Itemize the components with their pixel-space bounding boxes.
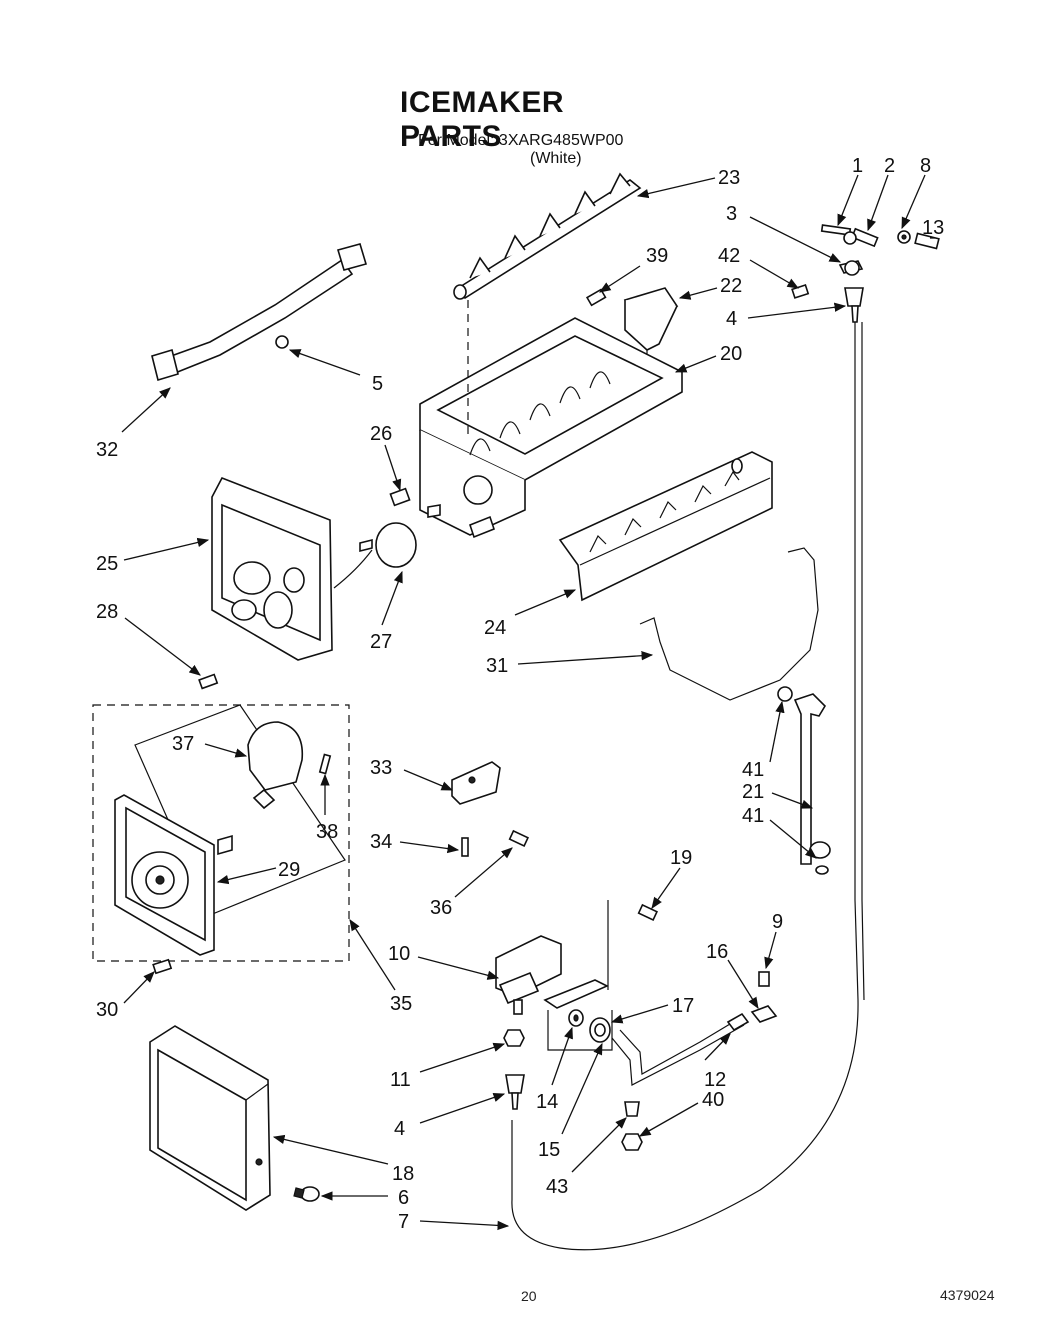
part-10-water-valve [495,935,613,1051]
callout-34: 34 [370,831,392,853]
callout-28: 28 [96,601,118,623]
part-22-fill-cup [623,287,679,358]
part-4-lower-fitting [505,1074,525,1110]
callout-25: 25 [96,553,118,575]
callout-41-lower: 41 [742,805,764,827]
part-24-shutoff [558,451,773,602]
part-36-screw [508,829,530,847]
callout-17: 17 [672,995,694,1017]
callout-36: 36 [430,897,452,919]
callout-26: 26 [370,423,392,445]
page-number: 20 [521,1288,537,1304]
callout-33: 33 [370,757,392,779]
callout-7: 7 [398,1211,409,1233]
part-29-module-plate [114,794,233,956]
part-21-inlet-tube [777,686,831,875]
part-18-cover [149,1025,271,1211]
callout-24: 24 [484,617,506,639]
part-fill-hardware [820,224,940,276]
part-17-nut [589,1017,611,1043]
callout-18: 18 [392,1163,414,1185]
callout-19: 19 [670,847,692,869]
motor-assembly-box [92,704,350,962]
callout-23: 23 [718,167,740,189]
callout-4-lower: 4 [394,1118,405,1140]
callout-6: 6 [398,1187,409,1209]
part-9-screw [758,971,770,987]
callout-3: 3 [726,203,737,225]
part-39-screw [585,288,607,307]
callout-32: 32 [96,439,118,461]
callout-2: 2 [884,155,895,177]
document-number: 4379024 [940,1287,995,1303]
part-26-clip [389,487,411,507]
callout-15: 15 [538,1139,560,1161]
part-28-screw [198,673,219,690]
callout-29: 29 [278,859,300,881]
part-11-nut [503,1029,525,1047]
part-20-mold [419,300,683,539]
callout-4-upper: 4 [726,308,737,330]
water-tube [511,322,859,1251]
callout-27: 27 [370,631,392,653]
callout-39: 39 [646,245,668,267]
model-color: (White) [530,150,582,167]
part-23-stripper [453,172,642,300]
callout-labels: 1 2 8 23 3 13 39 42 22 4 20 5 32 26 25 2… [96,155,944,1233]
part-38-screw [318,753,332,775]
part-19-screw [607,900,659,990]
callout-1: 1 [852,155,863,177]
callout-10: 10 [388,943,410,965]
part-25-module [211,476,333,661]
part-43-clip [624,1101,640,1117]
part-16-clamp [750,1005,778,1023]
callout-37: 37 [172,733,194,755]
callout-9: 9 [772,911,783,933]
callout-14: 14 [536,1091,558,1113]
callout-20: 20 [720,343,742,365]
part-31-shutoff-wire [639,547,819,701]
callout-40: 40 [702,1089,724,1111]
part-4-upper-fitting [844,287,864,323]
callout-11: 11 [390,1069,411,1091]
leader-lines [121,174,935,1231]
callout-13: 13 [922,217,944,239]
callout-43: 43 [546,1176,568,1198]
part-30-screw [152,958,173,975]
part-12-tube [611,1012,750,1086]
part-33-bracket [451,761,501,805]
callout-5: 5 [372,373,383,395]
callout-35: 35 [390,993,412,1015]
part-37-motor [247,721,304,810]
callout-41-upper: 41 [742,759,764,781]
callout-38: 38 [316,821,338,843]
callout-12: 12 [704,1069,726,1091]
part-40-nut [621,1133,643,1151]
callout-16: 16 [706,941,728,963]
callout-21: 21 [742,781,764,803]
part-32-harness [151,243,368,382]
callout-31: 31 [486,655,508,677]
part-27-thermostat [333,522,417,589]
callout-42: 42 [718,245,740,267]
part-34-screw [461,837,469,857]
callout-8: 8 [920,155,931,177]
model-number: For Model: 3XARG485WP00 [418,132,624,149]
part-6-screw [293,1186,320,1202]
callout-22: 22 [720,275,742,297]
callout-30: 30 [96,999,118,1021]
part-42-screw [791,284,810,299]
page-title: ICEMAKER PARTS [400,86,565,153]
part-14-washer [568,1009,584,1027]
